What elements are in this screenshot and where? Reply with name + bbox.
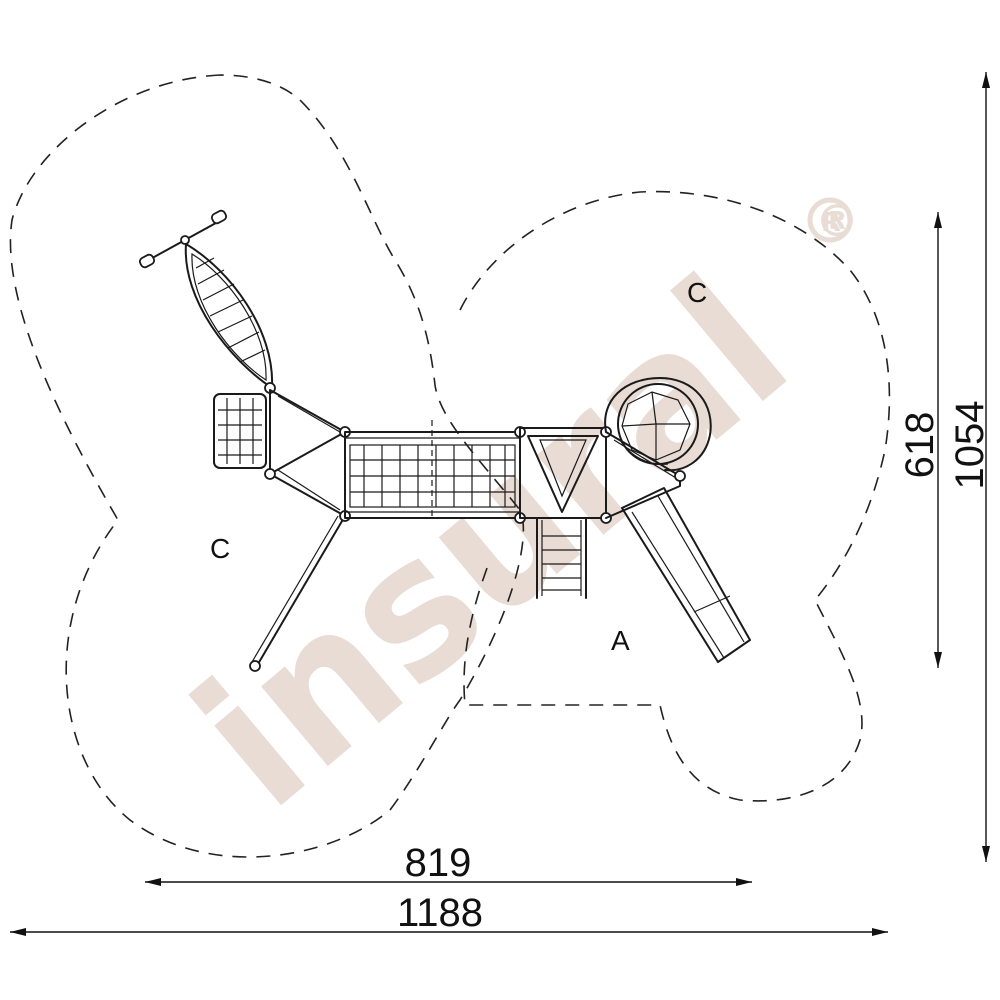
zone-label-bottom-right: A [611, 625, 630, 656]
dimension-outer-width: 1188 [10, 891, 888, 936]
playground-equipment [138, 209, 751, 672]
triangular-frame [264, 389, 351, 517]
svg-text:R: R [821, 208, 841, 238]
outer-width-label: 1188 [397, 891, 483, 935]
entry-ladder [536, 517, 587, 599]
inner-width-label: 819 [405, 841, 472, 885]
dimension-inner-width: 819 [145, 841, 752, 886]
left-safety-zone [9, 74, 525, 858]
handlebar [138, 209, 228, 269]
straight-slide [621, 487, 751, 663]
watermark: insural [156, 237, 827, 850]
dimension-outer-height: 1054 [948, 72, 992, 862]
left-net-panel [213, 393, 271, 475]
watermark-registered-icon: ® R [807, 196, 859, 247]
curved-ladder [184, 243, 276, 394]
inner-height-label: 618 [898, 412, 942, 479]
outer-height-label: 1054 [948, 401, 992, 490]
watermark-registered-mark: ® [815, 196, 859, 247]
zone-label-left: C [210, 533, 230, 564]
dimension-inner-height: 618 [898, 212, 942, 668]
tube-slide [604, 377, 712, 472]
watermark-text: insural [156, 237, 827, 850]
zone-label-top-right: C [687, 277, 707, 308]
